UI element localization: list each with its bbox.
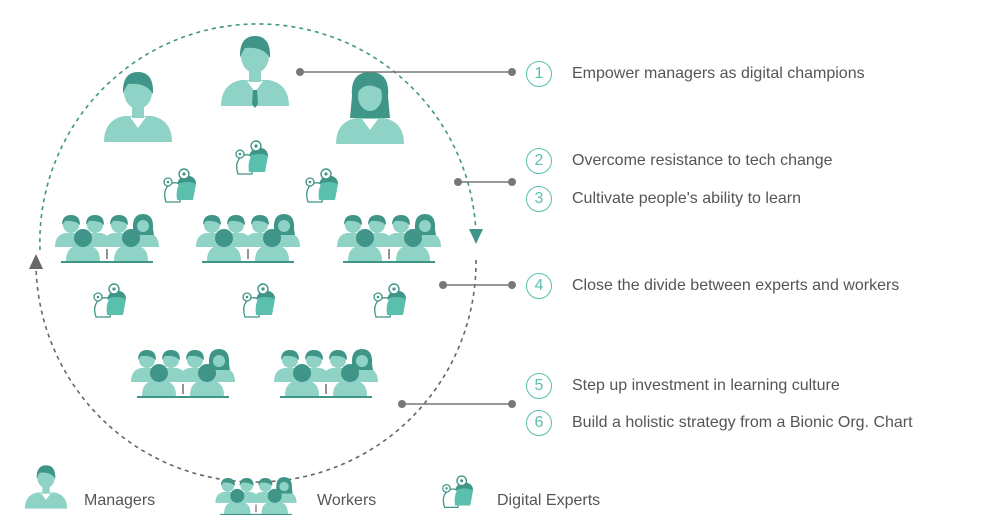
legend-label-managers: Managers (84, 492, 156, 509)
step-number: 3 (526, 186, 552, 212)
step-label: Build a holistic strategy from a Bionic … (572, 414, 913, 431)
circle-arc-gray (35, 259, 477, 483)
digital-expert-icon (373, 283, 407, 318)
legend-manager-icon (24, 465, 68, 509)
step-number: 2 (526, 148, 552, 174)
step-number: 6 (526, 410, 552, 436)
digital-expert-icon (163, 168, 197, 203)
connector-1 (296, 68, 516, 76)
arrowhead-right (469, 229, 483, 244)
digital-expert-icon (242, 283, 276, 318)
connector-2-3 (454, 178, 516, 186)
step-number: 1 (526, 61, 552, 87)
step-label: Close the divide between experts and wor… (572, 277, 900, 294)
legend-workers-icon (215, 477, 297, 515)
digital-expert-icon (235, 140, 269, 175)
workers-icon (274, 349, 378, 398)
step-number: 5 (526, 373, 552, 399)
connector-4 (439, 281, 516, 289)
step-label: Overcome resistance to tech change (572, 152, 833, 169)
circle-arc-teal (39, 23, 477, 251)
step-label: Empower managers as digital champions (572, 65, 865, 82)
workers-icon (131, 349, 235, 398)
step-label: Step up investment in learning culture (572, 377, 840, 394)
manager-icon (336, 72, 404, 144)
step-label: Cultivate people's ability to learn (572, 190, 801, 207)
legend-label-digital-experts: Digital Experts (497, 492, 601, 509)
manager-icon (104, 72, 172, 142)
workers-icon (55, 214, 159, 263)
connector-5-6 (398, 400, 516, 408)
step-number: 4 (526, 273, 552, 299)
digital-expert-icon (305, 168, 339, 203)
workers-icon (196, 214, 300, 263)
workers-icon (337, 214, 441, 263)
arrowhead-left (29, 254, 43, 269)
legend-label-workers: Workers (317, 492, 377, 509)
legend-expert-icon (442, 475, 474, 509)
digital-expert-icon (93, 283, 127, 318)
